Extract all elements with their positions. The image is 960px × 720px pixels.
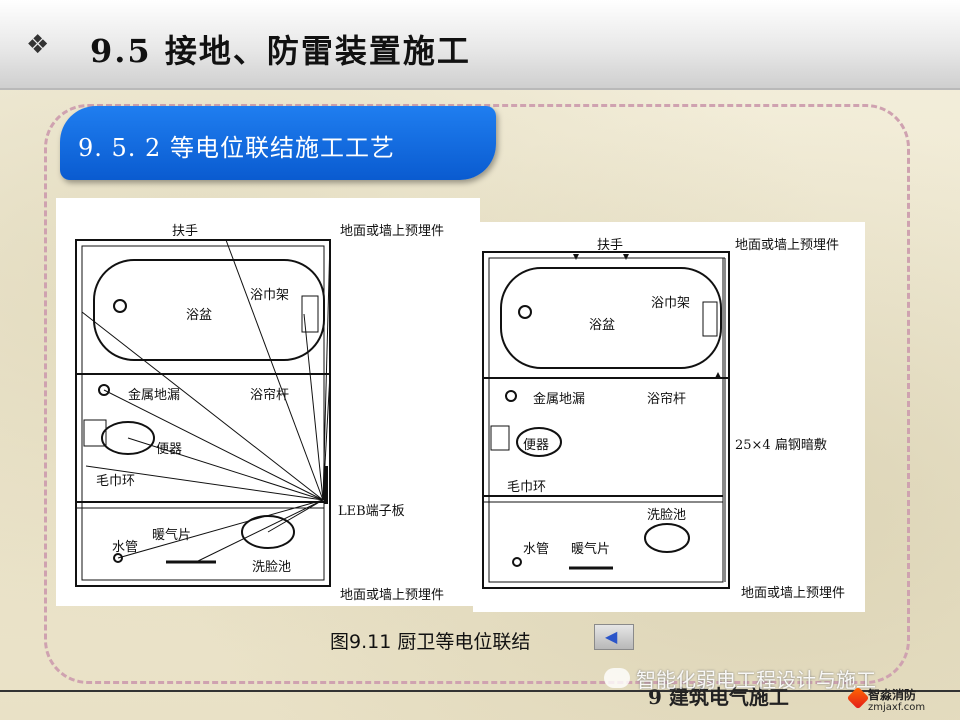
back-arrow-icon: ◀ — [605, 627, 618, 646]
label-towel-ring: 毛巾环 — [96, 474, 136, 489]
label-armrest-right: 扶手 — [597, 238, 624, 253]
watermark-url: zmjaxf.com — [868, 702, 926, 713]
footer-divider — [0, 690, 960, 692]
label-floor-drain-right: 金属地漏 — [533, 392, 586, 407]
diagram-left-drawing — [75, 239, 331, 587]
footer-chapter: 9 建筑电气施工 — [648, 685, 789, 709]
label-towel-rack-right: 浴巾架 — [651, 296, 691, 311]
label-towel-rack: 浴巾架 — [250, 288, 290, 303]
label-basin: 洗脸池 — [252, 560, 292, 575]
figure-caption: 图9.11 厨卫等电位联结 — [330, 631, 531, 653]
diagram-left: 扶手 地面或墙上预埋件 浴巾架 浴盆 金属地漏 浴帘杆 便器 毛巾环 LEB端子… — [56, 198, 480, 606]
label-terminal: LEB端子板 — [338, 504, 405, 519]
wechat-icon — [604, 668, 630, 688]
slide-header: ❖ 9.5 接地、防雷装置施工 — [0, 0, 960, 90]
label-toilet: 便器 — [156, 442, 183, 457]
label-embed-bottom: 地面或墙上预埋件 — [340, 588, 445, 603]
watermark-brand: 智淼消防 zmjaxf.com — [846, 686, 930, 716]
diamond-bullet-icon: ❖ — [26, 30, 50, 60]
label-radiator: 暖气片 — [152, 528, 192, 543]
label-water-pipe: 水管 — [112, 540, 139, 555]
label-bathtub-right: 浴盆 — [589, 318, 616, 333]
diagram-right-drawing — [482, 251, 730, 589]
label-toilet-right: 便器 — [523, 438, 550, 453]
label-curtain-rod: 浴帘杆 — [250, 388, 290, 403]
label-bathtub: 浴盆 — [186, 308, 213, 323]
slide-title: 9.5 接地、防雷装置施工 — [90, 32, 471, 70]
label-radiator-right: 暖气片 — [571, 542, 611, 557]
section-subtitle: 9. 5. 2 等电位联结施工工艺 — [78, 134, 395, 162]
label-floor-drain: 金属地漏 — [128, 388, 181, 403]
section-subtitle-box: 9. 5. 2 等电位联结施工工艺 — [60, 106, 496, 180]
label-embed-top-right: 地面或墙上预埋件 — [735, 238, 840, 253]
watermark-brand-name: 智淼消防 — [868, 688, 917, 702]
label-armrest: 扶手 — [172, 224, 199, 239]
content-frame — [44, 104, 910, 684]
label-embed-bottom-right: 地面或墙上预埋件 — [741, 586, 846, 601]
diagram-right: 扶手 地面或墙上预埋件 浴巾架 浴盆 金属地漏 浴帘杆 便器 25×4 扁钢暗敷… — [473, 222, 865, 612]
label-water-pipe-right: 水管 — [523, 542, 550, 557]
label-basin-right: 洗脸池 — [647, 508, 687, 523]
label-steel-right: 25×4 扁钢暗敷 — [735, 438, 827, 453]
label-embed-top: 地面或墙上预埋件 — [340, 224, 445, 239]
label-towel-ring-right: 毛巾环 — [507, 480, 547, 495]
label-curtain-rod-right: 浴帘杆 — [647, 392, 687, 407]
back-button[interactable]: ◀ — [594, 624, 634, 650]
brand-logo-icon — [846, 686, 870, 710]
watermark-text: 智能化弱电工程设计与施工 — [636, 668, 876, 692]
